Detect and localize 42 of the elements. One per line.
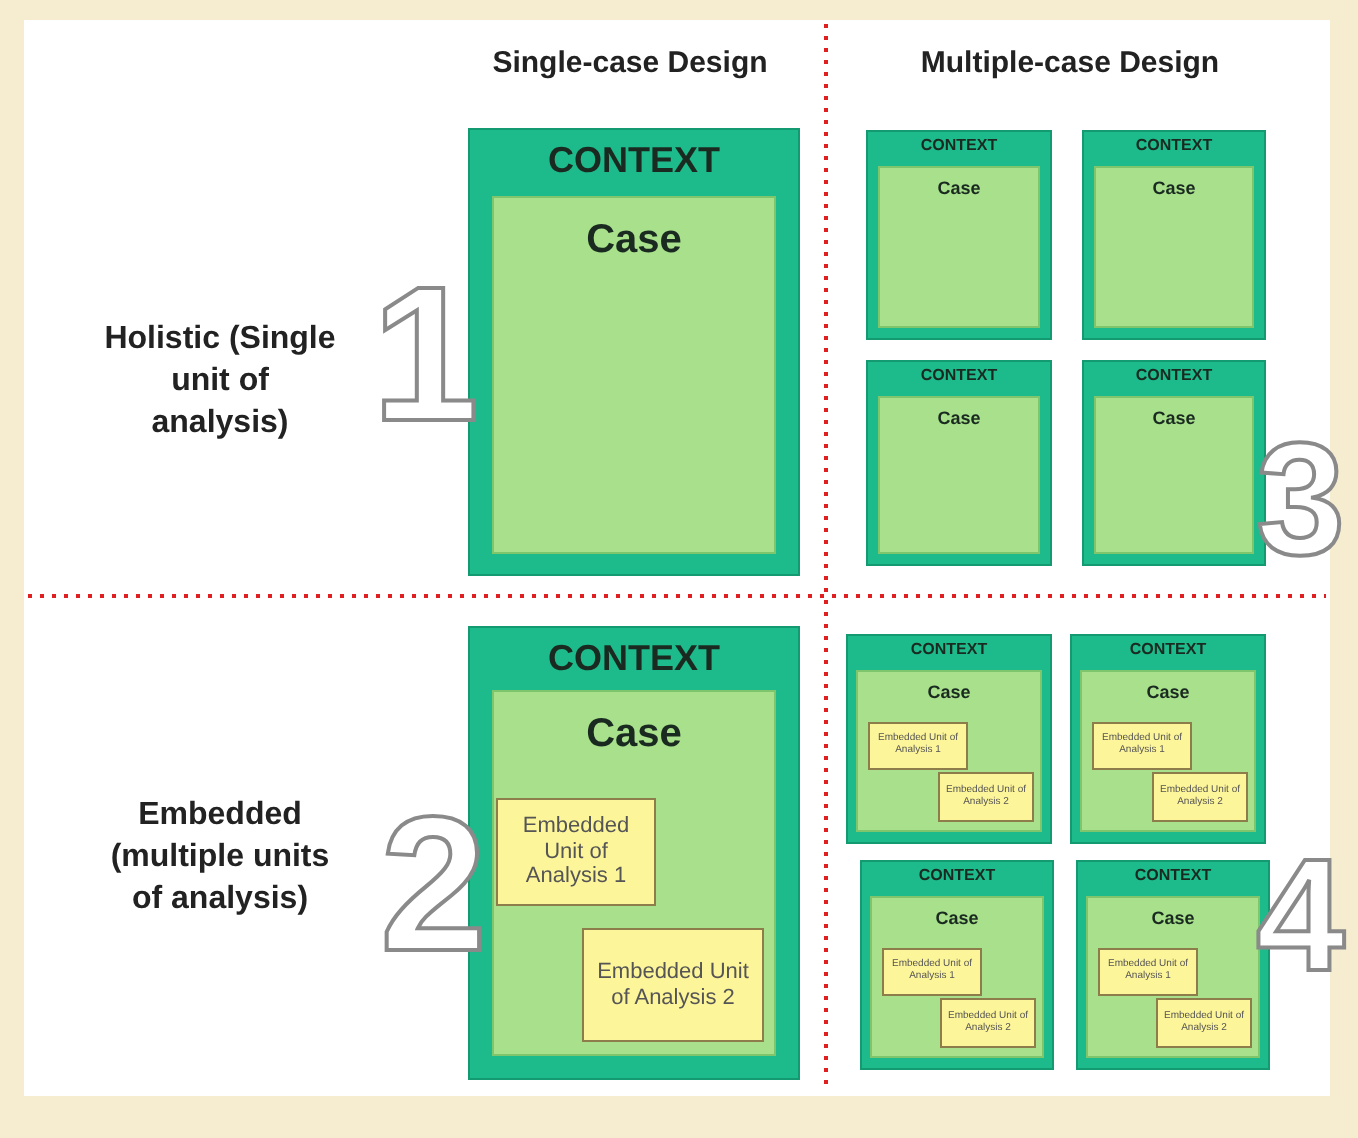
context-box: [846, 634, 1052, 844]
context-heading: CONTEXT: [908, 640, 990, 658]
context-heading: CONTEXT: [1133, 366, 1215, 384]
context-box: [866, 360, 1052, 566]
case-box: [492, 690, 776, 1056]
context-heading: CONTEXT: [545, 638, 722, 680]
context-heading: CONTEXT: [545, 140, 722, 182]
context-heading: CONTEXT: [916, 866, 998, 884]
case-heading: Case: [935, 408, 983, 428]
case-heading: Case: [925, 682, 973, 702]
row-heading: Embedded (multiple units of analysis): [108, 796, 332, 920]
case-heading: Case: [584, 712, 684, 758]
case-heading: Case: [1150, 408, 1198, 428]
context-heading: CONTEXT: [1133, 136, 1215, 154]
case-box: [1086, 896, 1260, 1058]
case-box: [870, 896, 1044, 1058]
case-box: [878, 166, 1040, 328]
row-heading: Holistic (Single unit of analysis): [102, 320, 338, 444]
context-box: [1082, 130, 1266, 340]
context-box: [866, 130, 1052, 340]
context-box: [1070, 634, 1266, 844]
case-box: [856, 670, 1042, 832]
context-heading: CONTEXT: [918, 136, 1000, 154]
context-heading: CONTEXT: [918, 366, 1000, 384]
context-heading: CONTEXT: [1132, 866, 1214, 884]
case-box: [1094, 166, 1254, 328]
case-heading: Case: [933, 908, 981, 928]
case-heading: Case: [1150, 178, 1198, 198]
case-box: [1080, 670, 1256, 832]
case-box: [878, 396, 1040, 554]
case-heading: Case: [935, 178, 983, 198]
column-heading: Single-case Design: [490, 44, 770, 83]
case-heading: Case: [584, 218, 684, 264]
column-heading: Multiple-case Design: [918, 44, 1222, 83]
case-heading: Case: [1144, 682, 1192, 702]
case-heading: Case: [1149, 908, 1197, 928]
case-box: [492, 196, 776, 554]
context-heading: CONTEXT: [1127, 640, 1209, 658]
embedded-unit-box: Embedded Unit of Analysis 2: [582, 928, 764, 1042]
context-box: [860, 860, 1054, 1070]
case-box: [1094, 396, 1254, 554]
embedded-unit-box: Embedded Unit of Analysis 1: [496, 798, 656, 906]
